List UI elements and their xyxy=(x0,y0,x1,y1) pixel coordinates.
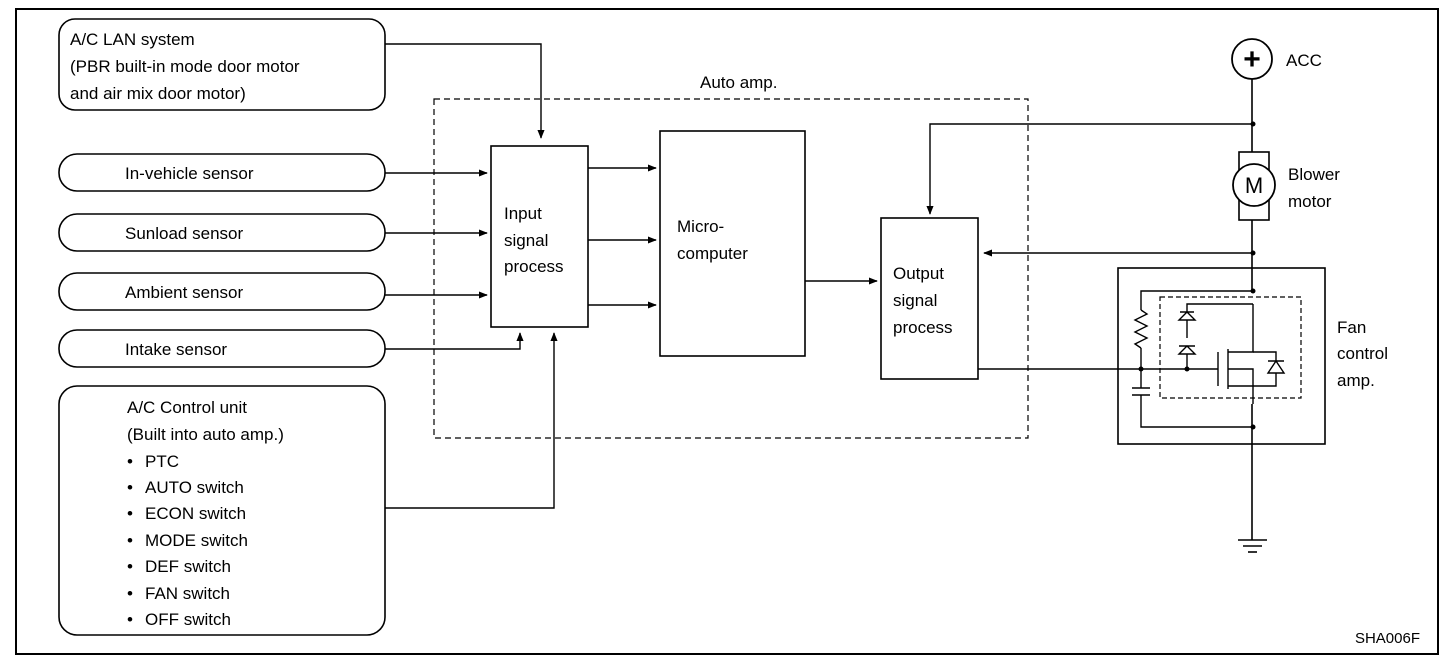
fan-amp-circuit xyxy=(1132,290,1286,428)
input-line-1: Input xyxy=(504,204,542,223)
control-item-mode: MODE switch xyxy=(145,531,248,550)
motor-label-2: motor xyxy=(1288,192,1332,211)
junction-dot xyxy=(1138,366,1144,372)
sensor-in-vehicle: In-vehicle sensor xyxy=(58,153,386,192)
outer-frame xyxy=(15,8,1439,655)
lan-line-3: and air mix door motor) xyxy=(70,84,246,103)
control-item-ptc: PTC xyxy=(145,452,179,471)
figure-code: SHA006F xyxy=(1355,630,1420,647)
control-item-auto: AUTO switch xyxy=(145,478,244,497)
control-unit-item-list: • PTC • AUTO switch • ECON switch • MODE… xyxy=(127,452,248,629)
lan-line-1: A/C LAN system xyxy=(70,30,195,49)
control-unit-subtitle: (Built into auto amp.) xyxy=(127,425,284,444)
control-bullet: • xyxy=(127,504,133,523)
ground-icon xyxy=(1238,539,1267,553)
micro-line-1: Micro- xyxy=(677,217,724,236)
control-bullet: • xyxy=(127,452,133,471)
body-diode-symbol xyxy=(1266,359,1286,374)
blower-motor: M Blower motor xyxy=(1232,151,1340,221)
control-unit-title: A/C Control unit xyxy=(127,398,247,417)
lan-to-input-arrow xyxy=(385,43,545,139)
control-item-econ: ECON switch xyxy=(145,504,246,523)
feedback-top-arrow xyxy=(926,123,1253,215)
acc-supply: + ACC xyxy=(1231,38,1322,80)
sensor-sunload-label: Sunload sensor xyxy=(125,224,243,243)
micro-line-2: computer xyxy=(677,244,748,263)
motor-label-1: Blower xyxy=(1288,165,1340,184)
control-item-off: OFF switch xyxy=(145,610,231,629)
acc-label: ACC xyxy=(1286,51,1322,70)
control-item-fan: FAN switch xyxy=(145,584,230,603)
input-signal-block: Input signal process xyxy=(490,145,589,328)
lan-system-box: A/C LAN system (PBR built-in mode door m… xyxy=(58,18,386,111)
control-unit-box: A/C Control unit (Built into auto amp.) … xyxy=(58,385,386,636)
fan-amp-label-1: Fan xyxy=(1337,318,1366,337)
output-line-1: Output xyxy=(893,264,944,283)
sensor-ambient: Ambient sensor xyxy=(58,272,386,311)
signal-connectors xyxy=(385,43,1253,509)
input-line-2: signal xyxy=(504,231,548,250)
output-line-3: process xyxy=(893,318,953,337)
lan-line-2: (PBR built-in mode door motor xyxy=(70,57,300,76)
fan-amp-label-3: amp. xyxy=(1337,371,1375,390)
sensor-intake: Intake sensor xyxy=(58,329,386,368)
junction-dot xyxy=(1184,366,1190,372)
sensor-intake-label: Intake sensor xyxy=(125,340,227,359)
sensor-in-vehicle-label: In-vehicle sensor xyxy=(125,164,254,183)
auto-amp-label: Auto amp. xyxy=(700,73,778,92)
output-signal-block: Output signal process xyxy=(880,217,979,380)
resistor-symbol xyxy=(1133,309,1149,349)
control-bullet: • xyxy=(127,478,133,497)
zener-diode-symbol-2 xyxy=(1177,345,1197,355)
control-bullet: • xyxy=(127,584,133,603)
intake-arrow xyxy=(385,332,524,350)
auto-amp-boundary: Auto amp. xyxy=(433,73,1029,439)
motor-m-icon: M xyxy=(1245,173,1263,198)
control-bullet: • xyxy=(127,610,133,629)
acc-plus-icon: + xyxy=(1243,43,1261,76)
fan-amp-label-2: control xyxy=(1337,344,1388,363)
zener-diode-symbol xyxy=(1177,311,1197,321)
microcomputer-block: Micro- computer xyxy=(659,130,806,357)
input-line-3: process xyxy=(504,257,564,276)
sensor-ambient-label: Ambient sensor xyxy=(125,283,243,302)
control-bullet: • xyxy=(127,557,133,576)
control-unit-arrow xyxy=(385,332,558,509)
sensor-sunload: Sunload sensor xyxy=(58,213,386,252)
control-bullet: • xyxy=(127,531,133,550)
output-line-2: signal xyxy=(893,291,937,310)
fan-control-amp: Fan control amp. xyxy=(1117,267,1388,445)
control-item-def: DEF switch xyxy=(145,557,231,576)
